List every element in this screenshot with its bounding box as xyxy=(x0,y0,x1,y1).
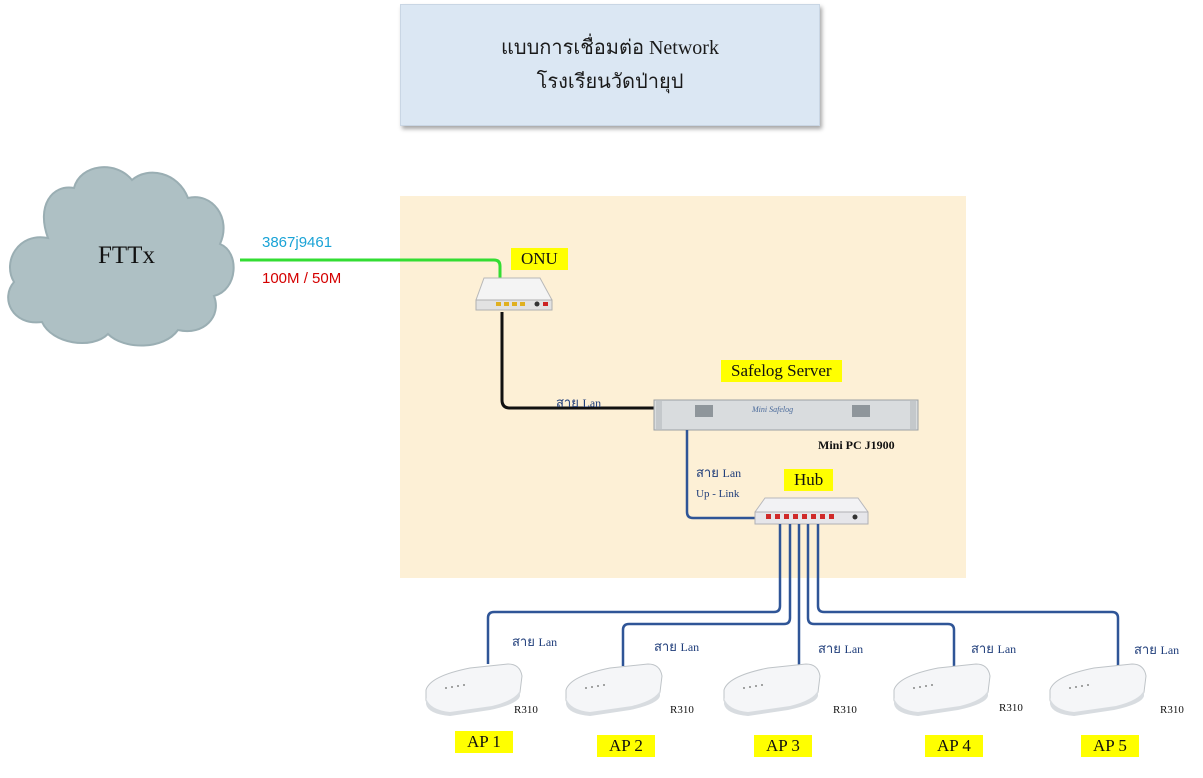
svg-text:Mini Safelog: Mini Safelog xyxy=(751,405,793,414)
server-label: Safelog Server xyxy=(721,360,842,382)
onu-device-icon xyxy=(475,277,553,311)
ap4-device-icon xyxy=(893,663,991,716)
cable-th: สาย xyxy=(1134,642,1157,657)
ap3-model: R310 xyxy=(833,704,857,716)
server-model: Mini PC J1900 xyxy=(818,438,895,452)
hub-label: Hub xyxy=(784,469,834,491)
cable-ap5 xyxy=(816,524,1120,666)
cable-th: สาย xyxy=(971,641,994,656)
cable-en: Lan xyxy=(844,642,864,656)
onu-server-link-label: สาย Lan xyxy=(556,392,601,413)
cable-en: Lan xyxy=(680,640,700,654)
cable-en: Lan xyxy=(538,635,558,649)
ap1-device-icon xyxy=(425,663,523,716)
cable-th: สาย xyxy=(654,639,677,654)
ap2-model: R310 xyxy=(670,704,694,716)
ap2-label: AP 2 xyxy=(597,735,655,757)
ap5-device-icon xyxy=(1049,663,1147,716)
link-en: Lan xyxy=(722,466,742,480)
uplink-label: สาย Lan xyxy=(696,462,741,483)
ap5-cable-label: สาย Lan xyxy=(1134,639,1179,660)
ap5-label: AP 5 xyxy=(1081,735,1139,757)
link-th: สาย xyxy=(696,465,719,480)
server-device-icon: Mini Safelog xyxy=(653,399,919,431)
cable-ap2 xyxy=(621,524,792,666)
ap5-model: R310 xyxy=(1160,704,1184,716)
ap3-label: AP 3 xyxy=(754,735,812,757)
cable-ap4 xyxy=(806,524,956,666)
ap4-cable-label: สาย Lan xyxy=(971,638,1016,659)
title-line-2: โรงเรียนวัดป่ายุป xyxy=(536,71,684,93)
ap3-device-icon xyxy=(723,663,821,716)
ap1-label: AP 1 xyxy=(455,731,513,753)
cable-th: สาย xyxy=(818,641,841,656)
onu-label: ONU xyxy=(511,248,568,270)
ap4-model: R310 xyxy=(999,702,1023,714)
cable-en: Lan xyxy=(997,642,1017,656)
ap1-cable-label: สาย Lan xyxy=(512,631,557,652)
uplink-note: Up - Link xyxy=(696,488,740,500)
link-en: Lan xyxy=(582,396,602,410)
ap1-model: R310 xyxy=(514,704,538,716)
fiber-line xyxy=(240,258,502,278)
cable-th: สาย xyxy=(512,634,535,649)
ap2-device-icon xyxy=(565,663,663,716)
circuit-id: 3867j9461 xyxy=(262,234,333,251)
cable-en: Lan xyxy=(1160,643,1180,657)
ap2-cable-label: สาย Lan xyxy=(654,636,699,657)
title-line-1: แบบการเชื่อมต่อ Network xyxy=(501,37,719,59)
ap-cables xyxy=(486,524,1120,668)
onu-server-cable xyxy=(500,312,656,410)
cable-ap1 xyxy=(486,524,782,664)
fttx-cloud-icon xyxy=(7,166,235,347)
ap3-cable-label: สาย Lan xyxy=(818,638,863,659)
bandwidth-label: 100M / 50M xyxy=(262,270,342,287)
ap4-label: AP 4 xyxy=(925,735,983,757)
uplink-cable xyxy=(685,430,758,520)
title-box: แบบการเชื่อมต่อ Network โรงเรียนวัดป่ายุ… xyxy=(400,4,820,126)
hub-device-icon xyxy=(754,497,869,525)
link-th: สาย xyxy=(556,395,579,410)
cloud-label: FTTx xyxy=(98,242,155,269)
